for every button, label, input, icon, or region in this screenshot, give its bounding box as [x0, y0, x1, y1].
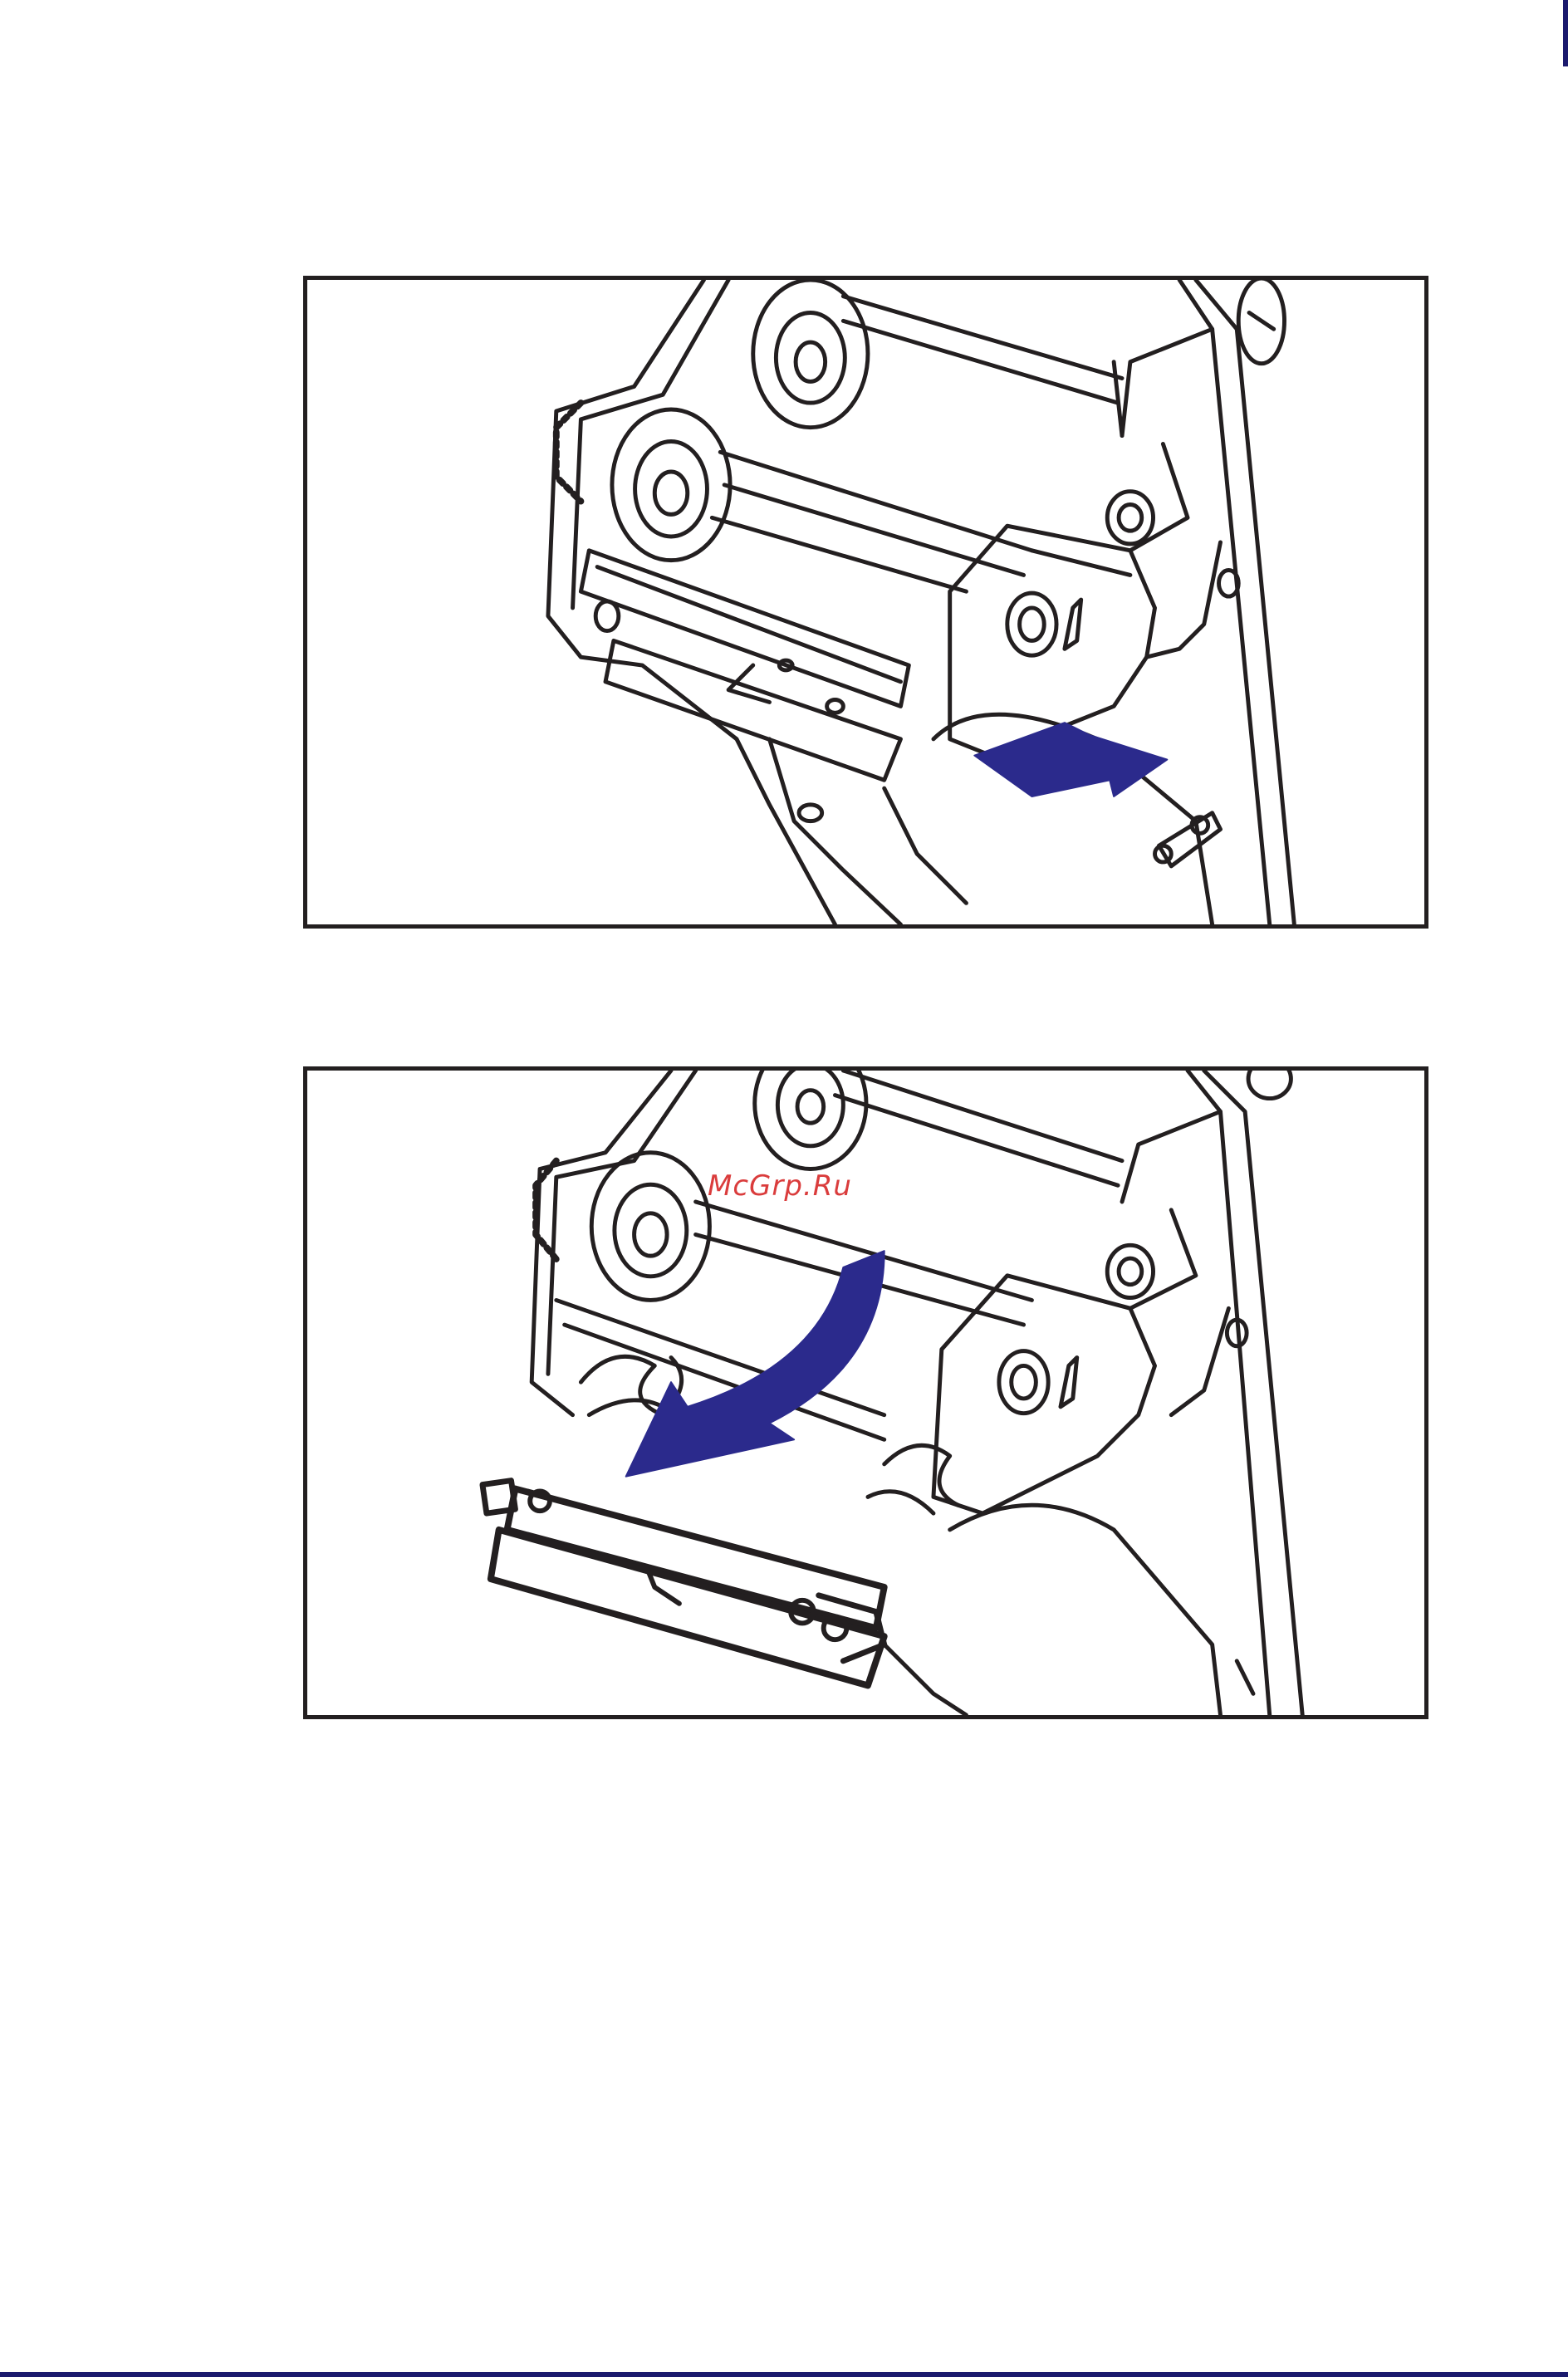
figure-lower-printhead	[303, 1066, 1428, 1719]
figure-remove-bracket	[303, 276, 1428, 929]
printer-mechanism-illustration	[307, 280, 1424, 924]
printer-mechanism-illustration	[307, 1071, 1424, 1715]
page-bottom-rule	[0, 2372, 1568, 2377]
watermark-text: McGrp.Ru	[708, 1169, 852, 1203]
page-edge-tab	[1563, 0, 1568, 66]
direction-arrow	[974, 723, 1167, 796]
direction-arrow	[626, 1251, 884, 1477]
